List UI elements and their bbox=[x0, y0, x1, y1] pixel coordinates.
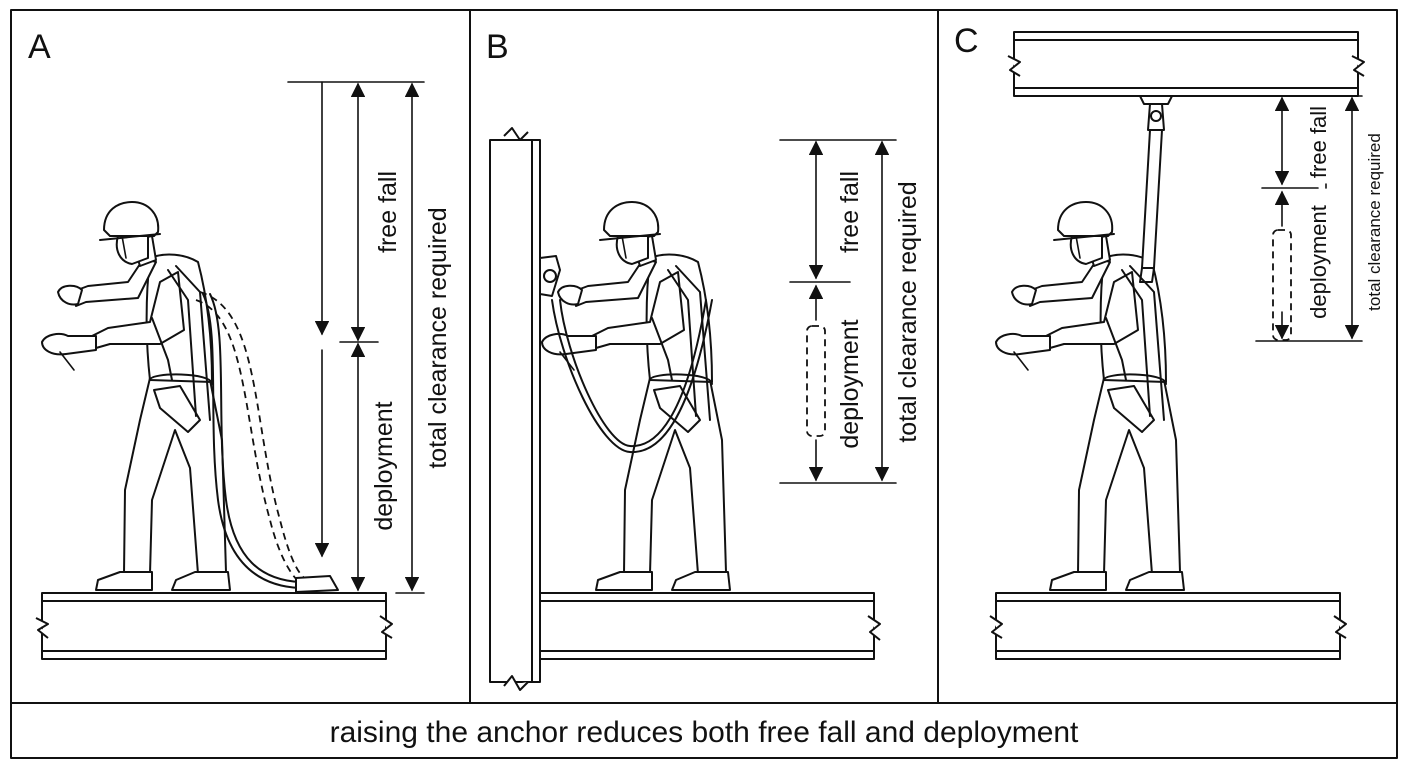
worker-c bbox=[995, 201, 1185, 591]
free-fall-label-b: free fall bbox=[836, 171, 864, 253]
floor-beam-a bbox=[35, 592, 393, 660]
total-clearance-label-a: total clearance required bbox=[424, 207, 452, 468]
panel-a: A free fall deployment total clearance r… bbox=[28, 28, 452, 660]
overhead-beam-c bbox=[1007, 31, 1365, 97]
worker-b bbox=[541, 201, 731, 591]
total-clearance-label-c: total clearance required bbox=[1365, 133, 1384, 311]
lanyard-a bbox=[209, 293, 301, 583]
deployment-label-a: deployment bbox=[370, 401, 398, 530]
panel-letter-b: B bbox=[486, 28, 509, 66]
column-b bbox=[489, 127, 541, 691]
free-fall-label-c: free fall bbox=[1306, 106, 1331, 178]
outer-frame bbox=[10, 9, 1398, 759]
lanyard-b bbox=[551, 299, 713, 454]
panel-letter-a: A bbox=[28, 28, 51, 66]
column-anchor-b bbox=[539, 255, 561, 297]
total-clearance-label-b: total clearance required bbox=[894, 181, 922, 442]
lanyard-extended-a bbox=[199, 291, 309, 581]
free-fall-label-a: free fall bbox=[374, 171, 402, 253]
panel-letter-c: C bbox=[954, 22, 979, 60]
deployment-label-b: deployment bbox=[836, 319, 864, 448]
deployment-label-c: deployment bbox=[1306, 205, 1331, 319]
caption: raising the anchor reduces both free fal… bbox=[330, 716, 1079, 749]
floor-anchor-a bbox=[295, 575, 339, 593]
floor-beam-c bbox=[989, 592, 1347, 660]
panel-b: B free fall de bbox=[486, 28, 922, 691]
lanyard-c bbox=[1141, 129, 1163, 269]
overhead-anchor-c bbox=[1139, 95, 1173, 105]
panel-c: C free f bbox=[954, 22, 1384, 660]
floor-beam-b bbox=[539, 592, 881, 660]
worker-a bbox=[41, 201, 231, 591]
